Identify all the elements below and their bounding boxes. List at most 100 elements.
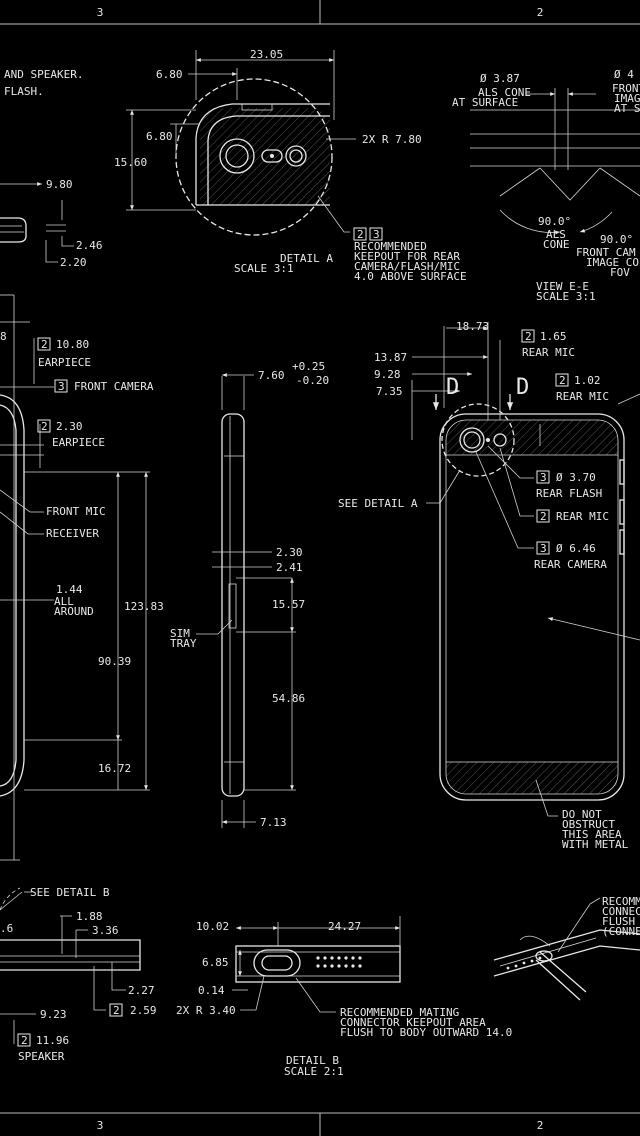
dimension-label: Ø 3.87	[480, 72, 520, 85]
note-text: AROUND	[54, 605, 94, 618]
side-button-feature: 9.80 2.46 2.20	[0, 178, 103, 269]
dimension-label: 11.96	[36, 1034, 69, 1047]
dimension-label: 24.27	[328, 920, 361, 933]
callout-box-number: 2	[21, 1034, 28, 1047]
note-text: FOV	[610, 266, 630, 279]
dimension-label: 3.36	[92, 924, 119, 937]
dimension-label: 8	[0, 330, 7, 343]
note-text: AT S	[614, 102, 640, 115]
detail-a-view: 23.05 6.80 6.80 15.60 2X R 7.80 DETAIL A…	[114, 48, 422, 275]
dimension-label: 15.60	[114, 156, 147, 169]
note-text: RECOMMENDED MATING	[340, 1006, 459, 1019]
dimension-label: 2.30	[56, 420, 83, 433]
dimension-label: +0.25	[292, 360, 325, 373]
front-view-left: 8 2 10.80 EARPIECE 3 FRONT CAMERA 2 2.30…	[0, 294, 164, 861]
callout-box-number: 2	[41, 338, 48, 351]
dimension-label: 15.57	[272, 598, 305, 611]
note-text: FLUSH	[602, 915, 635, 928]
keepout-callout: 2 3 RECOMMENDED KEEPOUT FOR REAR CAMERA/…	[353, 227, 467, 283]
section-marker: D	[446, 375, 459, 400]
view-ee: Ø 3.87 Ø 4 ALS CONE AT SURFACE FRONT IMA…	[452, 68, 640, 303]
callout-box-number: 2	[41, 420, 48, 433]
note-text: RECOMM	[602, 895, 640, 908]
radius-label: 2X R 3.40	[176, 1004, 236, 1017]
note-text: CAMERA/FLASH/MIC	[354, 260, 460, 273]
dimension-label: 9.28	[374, 368, 401, 381]
detail-title: VIEW E-E	[536, 280, 589, 293]
note-text: (CONNE	[602, 925, 640, 938]
dimension-label: Ø 6.46	[556, 542, 596, 555]
zone-label: 3	[97, 6, 104, 19]
zone-label: 3	[97, 1119, 104, 1132]
note-text: ALS CONE	[478, 86, 531, 99]
callout-box-number: 2	[559, 374, 566, 387]
dimension-label: 90.0°	[538, 215, 571, 228]
rear-view: 18.73 13.87 9.28 7.35 D D 2 1.65 REAR MI…	[338, 320, 640, 851]
callout-box-number: 2	[525, 330, 532, 343]
note-text: OBSTRUCT	[562, 818, 615, 831]
dimension-label: 6.80	[146, 130, 173, 143]
note-text: EARPIECE	[52, 436, 105, 449]
note-text: SPEAKER	[18, 1050, 65, 1063]
note-text: REAR CAMERA	[534, 558, 607, 571]
dimension-label: 7.35	[376, 385, 403, 398]
dimension-label: 1.65	[540, 330, 567, 343]
dimension-label: .6	[0, 922, 13, 935]
note-text: CONNEC	[602, 905, 640, 918]
note-text: ALS	[546, 228, 566, 241]
note-text: IMAG	[614, 92, 640, 105]
note-text: EARPIECE	[38, 356, 91, 369]
note-text: TRAY	[170, 637, 197, 650]
dimension-label: 6.80	[156, 68, 183, 81]
dimension-label: 6.85	[202, 956, 229, 969]
note-text: IMAGE CO	[586, 256, 639, 269]
note-text: FLASH.	[4, 85, 44, 98]
callout-box-number: 3	[58, 380, 65, 393]
dimension-label: 2.41	[276, 561, 303, 574]
dimension-label: 23.05	[250, 48, 283, 61]
note-text: REAR FLASH	[536, 487, 602, 500]
note-text: AND SPEAKER.	[4, 68, 83, 81]
callout-box-number: 2	[357, 228, 364, 241]
detail-title: DETAIL B	[286, 1054, 339, 1067]
dimension-label: 2.46	[76, 239, 103, 252]
callout-box-number: 2	[113, 1004, 120, 1017]
dimension-label: 54.86	[272, 692, 305, 705]
callout-box-number: 3	[373, 228, 380, 241]
dimension-label: 10.02	[196, 920, 229, 933]
dimension-label: 2.20	[60, 256, 87, 269]
dimension-label: 2.27	[128, 984, 155, 997]
dimension-label: 9.80	[46, 178, 73, 191]
note-text: WITH METAL	[562, 838, 629, 851]
detail-scale: SCALE 3:1	[536, 290, 596, 303]
note-text: FRONT	[612, 82, 640, 95]
detail-scale: SCALE 2:1	[284, 1065, 344, 1078]
note-text: SEE DETAIL B	[30, 886, 110, 899]
note-text: DO NOT	[562, 808, 602, 821]
dimension-label: 90.39	[98, 655, 131, 668]
dimension-label: Ø 4	[614, 68, 634, 81]
note-text: KEEPOUT FOR REAR	[354, 250, 460, 263]
detail-b-view: 10.02 24.27 6.85 0.14 2X R 3.40 RECOMMEN…	[176, 916, 512, 1078]
note-text: REAR MIC	[522, 346, 575, 359]
section-marker: D	[516, 375, 529, 400]
dimension-label: 10.80	[56, 338, 89, 351]
dimension-label: Ø 3.70	[556, 471, 596, 484]
note-text: 1.44	[56, 583, 83, 596]
dimension-label: 7.60	[258, 369, 285, 382]
note-text: FRONT CAM	[576, 246, 636, 259]
radius-label: 2X R 7.80	[362, 133, 422, 146]
note-text: CONE	[543, 238, 570, 251]
note-text: FLUSH TO BODY OUTWARD 14.0	[340, 1026, 512, 1039]
zone-label: 2	[537, 1119, 544, 1132]
note-text: ALL	[54, 595, 74, 608]
callout-box-number: 3	[540, 471, 547, 484]
dimension-label: 2.59	[130, 1004, 157, 1017]
dimension-label: 13.87	[374, 351, 407, 364]
note-text: SIM	[170, 627, 190, 640]
note-text: FRONT MIC	[46, 505, 106, 518]
dimension-label: 16.72	[98, 762, 131, 775]
dimension-label: 18.73	[456, 320, 489, 333]
dimension-label: 7.13	[260, 816, 287, 829]
